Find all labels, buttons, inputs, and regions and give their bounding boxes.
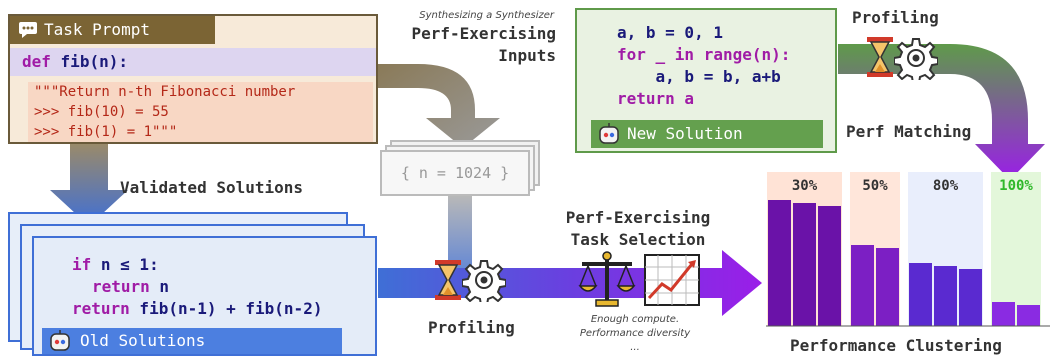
cluster-label: 80% (933, 178, 959, 194)
function-signature: def fib(n): (10, 48, 376, 76)
old-code-line: return n (92, 277, 170, 296)
def-keyword: def (22, 52, 51, 71)
validated-solutions-label: Validated Solutions (120, 178, 304, 197)
arrow-to-inputs (378, 64, 500, 148)
gear-icon (462, 260, 506, 302)
old-solutions-footer: Old Solutions (42, 328, 342, 354)
cluster-label: 30% (792, 178, 818, 194)
input-card-stack: { n = 1024 } (380, 140, 550, 200)
task-selection-caption-1: Enough compute. (590, 314, 680, 325)
cluster-bar (959, 269, 982, 326)
gear-icon (894, 38, 938, 80)
cluster-bar (992, 302, 1015, 326)
cluster-background (991, 172, 1041, 326)
cluster-label: 100% (999, 178, 1033, 194)
function-name: fib (60, 52, 90, 71)
performance-clustering-title: Performance Clustering (790, 336, 1002, 355)
robot-icon (50, 330, 70, 351)
cluster-bar (768, 200, 791, 326)
task-prompt-card: Task Prompt def fib(n): """Return n-th F… (8, 14, 378, 144)
profiling-bottom-label: Profiling (428, 318, 515, 337)
arrow-to-solutions (50, 144, 128, 226)
old-solution-card-front: if n ≤ 1: return n return fib(n-1) + fib… (32, 236, 377, 356)
perf-inputs-title-2: Inputs (498, 46, 556, 65)
old-solutions-label: Old Solutions (80, 331, 206, 350)
old-code-line: if n ≤ 1: (72, 255, 159, 274)
new-solution-card: a, b = 0, 1 for _ in range(n): a, b = b,… (575, 8, 837, 153)
perf-matching-label: Perf Matching (846, 122, 972, 141)
docstring-line: >>> fib(1) = 1""" (28, 122, 373, 142)
new-solution-footer: New Solution (591, 120, 823, 148)
robot-icon (599, 123, 619, 144)
performance-clustering-chart: 30% 50% 80% 100% (766, 172, 1050, 327)
trend-chart-icon (644, 254, 700, 306)
arrow-to-clustering (838, 44, 1045, 180)
new-code-line: a, b = 0, 1 (617, 23, 723, 42)
scales-icon (578, 251, 636, 307)
new-code-line: for _ in range(n): (617, 45, 791, 64)
task-selection-title-1: Perf-Exercising (565, 208, 711, 227)
new-code-line: a, b = b, a+b (617, 67, 781, 86)
function-args: (n): (89, 52, 128, 71)
cluster-bar (909, 263, 932, 326)
cluster-bar (934, 266, 957, 326)
hourglass-icon (867, 37, 893, 77)
chat-icon (19, 22, 37, 38)
profiling-top-label: Profiling (852, 8, 939, 27)
task-prompt-title: Task Prompt (44, 20, 150, 39)
input-card: { n = 1024 } (380, 150, 530, 196)
cluster-bar (876, 248, 899, 326)
new-solution-label: New Solution (627, 124, 743, 143)
hourglass-icon (435, 260, 461, 300)
new-code-line: return a (617, 89, 695, 108)
main-arrow (378, 250, 762, 316)
cluster-label: 50% (862, 178, 888, 194)
cluster-bar (1017, 305, 1040, 326)
old-code-line: return fib(n-1) + fib(n-2) (72, 299, 323, 318)
task-selection-title-2: Task Selection (570, 230, 706, 249)
perf-inputs-title-1: Perf-Exercising (411, 24, 557, 43)
docstring-line: """Return n-th Fibonacci number (28, 82, 373, 102)
docstring-line: >>> fib(10) = 55 (28, 102, 373, 122)
cluster-bar (793, 203, 816, 326)
task-selection-caption-3: ... (630, 342, 640, 353)
cluster-bar (818, 206, 841, 326)
task-selection-caption-2: Performance diversity (579, 328, 691, 339)
synth-caption: Synthesizing a Synthesizer (419, 10, 554, 21)
task-prompt-header: Task Prompt (10, 16, 215, 44)
cluster-bar (851, 245, 874, 326)
